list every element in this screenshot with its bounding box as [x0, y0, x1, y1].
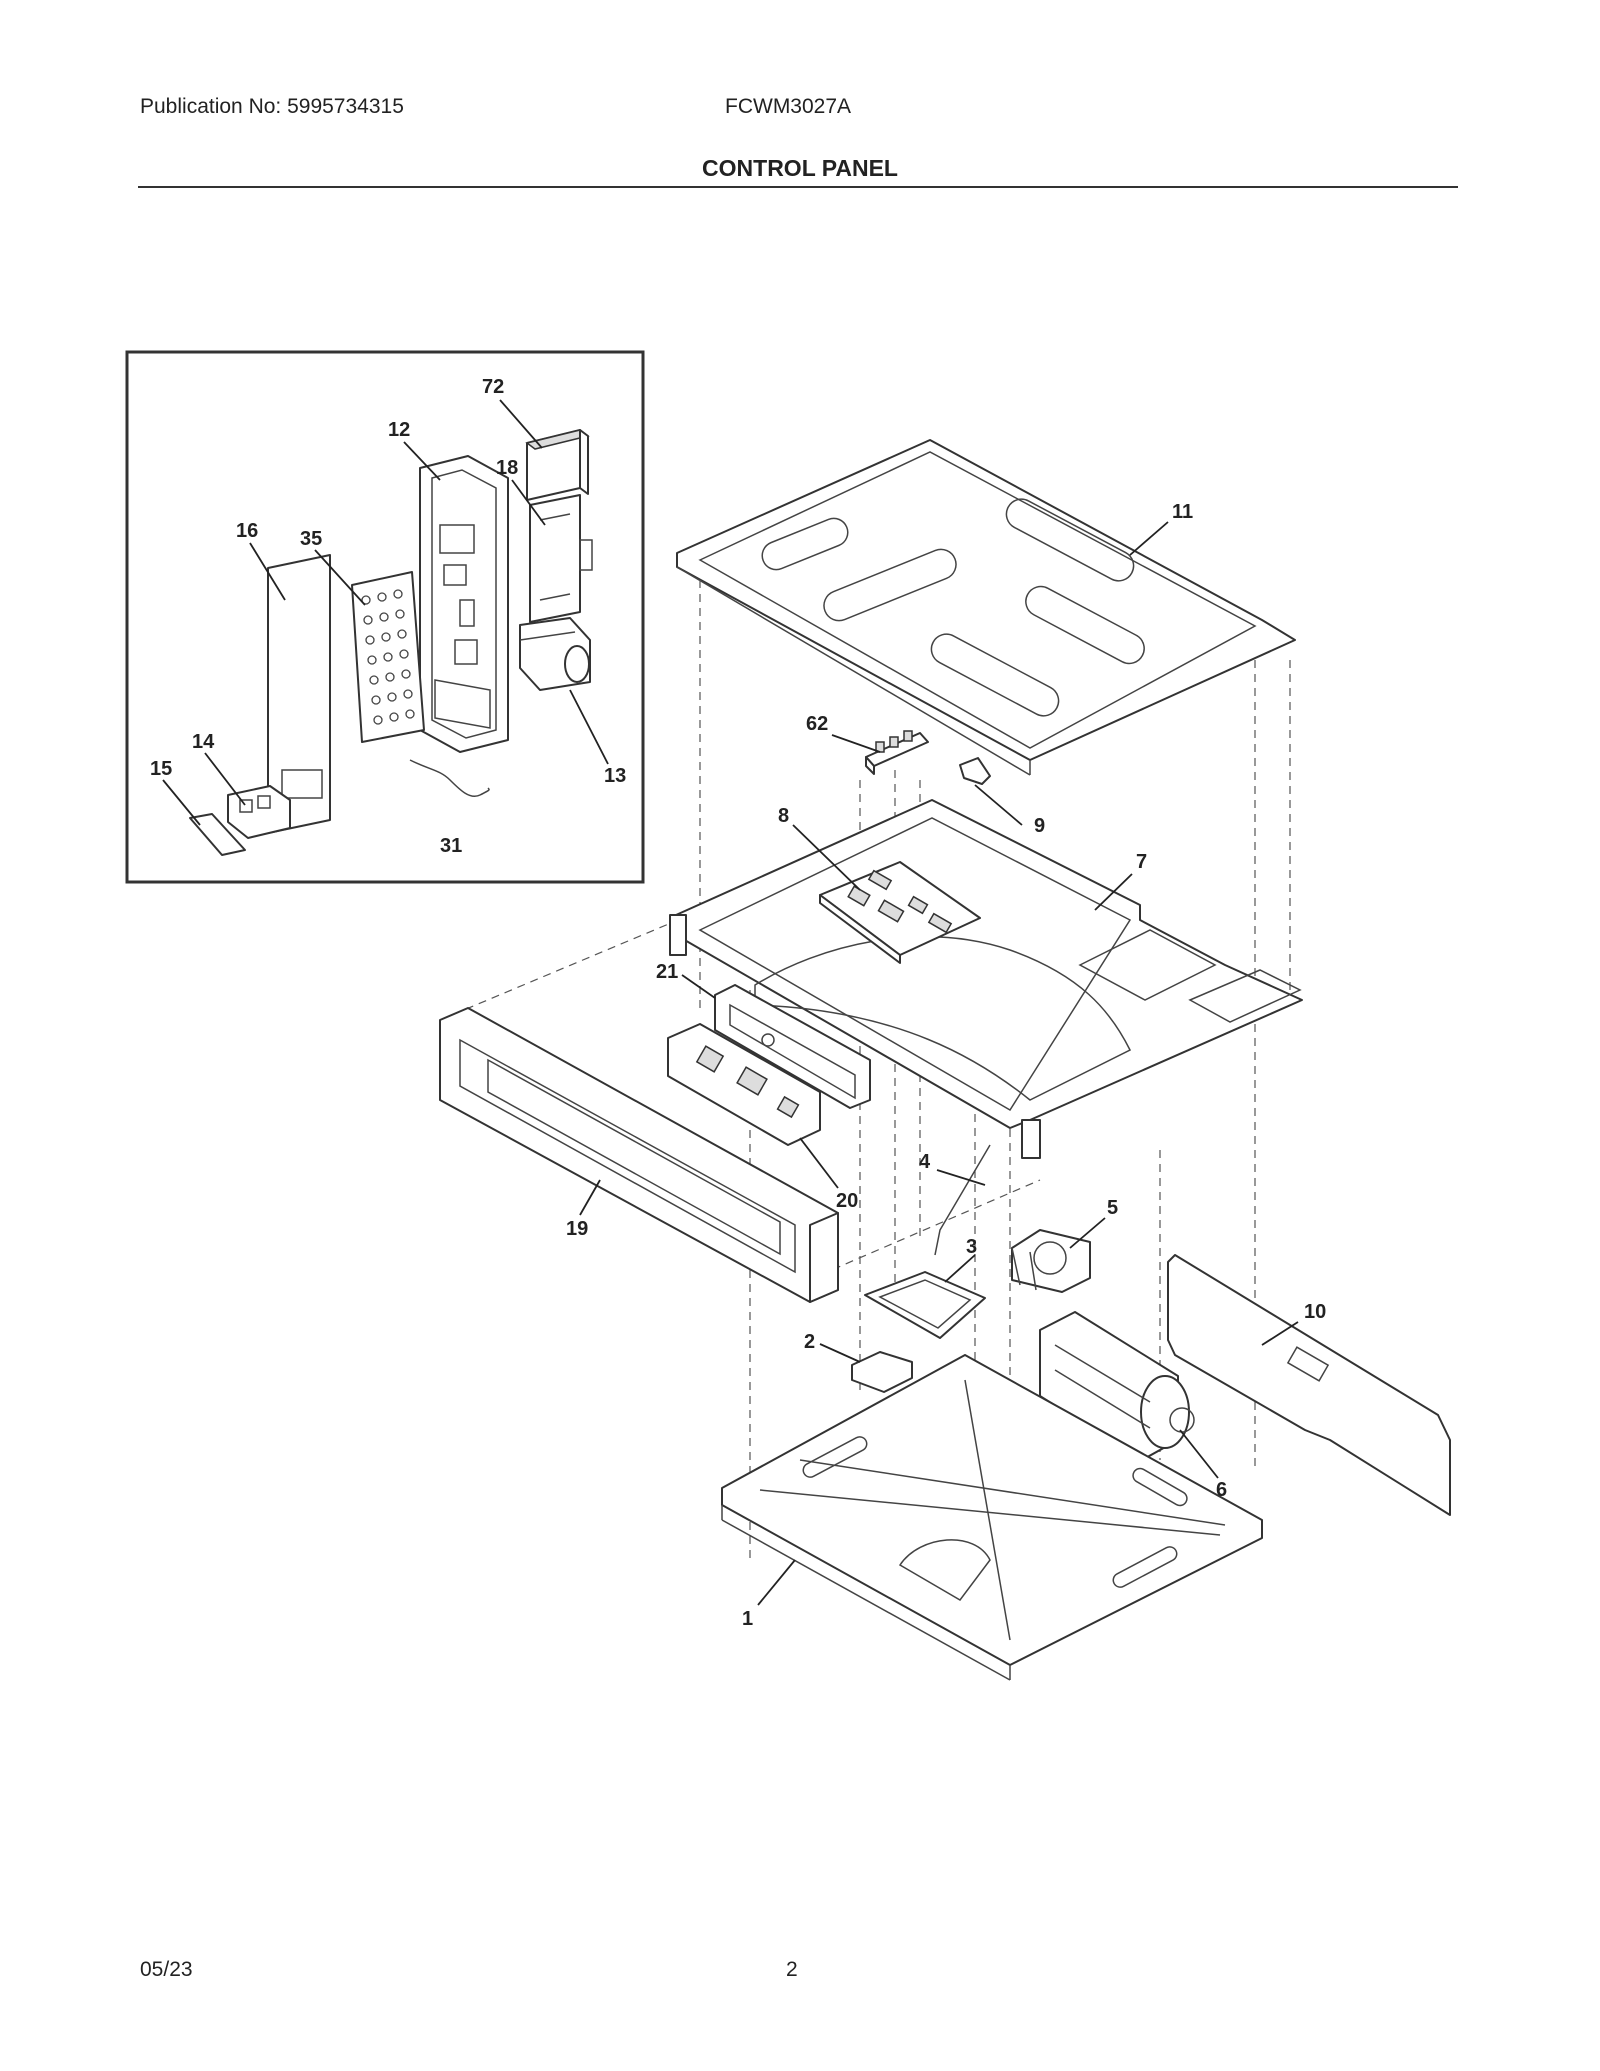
part-1-base-panel [721, 1354, 1263, 1681]
callout-14: 14 [192, 731, 215, 753]
part-4-wire [934, 1144, 991, 1256]
page-number: 2 [786, 1958, 798, 1981]
callout-31: 31 [440, 835, 462, 857]
part-18-board [529, 494, 593, 623]
callout-35: 35 [300, 528, 322, 550]
part-15-cover [189, 813, 246, 856]
part-72-module [525, 429, 590, 501]
callout-7: 7 [1136, 851, 1147, 873]
part-12-console-frame [419, 455, 509, 753]
part-7-chassis [669, 799, 1303, 1159]
callout-labels: 72 12 18 16 35 13 14 15 31 11 62 9 8 7 2… [150, 376, 1326, 1630]
part-8-control-board [819, 861, 981, 964]
callout-8: 8 [778, 805, 789, 827]
part-9-clip [959, 757, 991, 785]
part-19-front-panel [439, 1007, 839, 1303]
inset-frame [125, 350, 645, 884]
callout-2: 2 [804, 1331, 815, 1353]
callout-1: 1 [742, 1608, 753, 1630]
callout-13: 13 [604, 765, 626, 787]
part-35-keypad [351, 571, 425, 743]
callout-19: 19 [566, 1218, 588, 1240]
callout-11: 11 [1172, 501, 1193, 523]
header-rule [138, 186, 1458, 188]
part-14-housing [227, 785, 291, 839]
part-21-bracket [714, 984, 871, 1109]
callout-21: 21 [656, 961, 678, 983]
callout-72: 72 [482, 376, 504, 398]
callout-12: 12 [388, 419, 410, 441]
callout-6: 6 [1216, 1479, 1227, 1501]
model-number: FCWM3027A [725, 95, 852, 118]
part-2-bracket [851, 1351, 913, 1393]
callout-10: 10 [1304, 1301, 1326, 1323]
publication-number: Publication No: 5995734315 [140, 95, 404, 118]
callout-20: 20 [836, 1190, 858, 1212]
publication-date: 05/23 [140, 1958, 193, 1981]
part-3-gasket [864, 1271, 986, 1339]
part-10-back-shield [1167, 1254, 1451, 1516]
page-title: CONTROL PANEL [702, 155, 898, 181]
part-13-bracket [519, 617, 591, 691]
part-11-top-panel [676, 439, 1296, 776]
part-6-fan-motor [1039, 1311, 1195, 1461]
part-16-overlay [267, 554, 331, 834]
part-31-wire [409, 759, 490, 797]
callout-18: 18 [496, 457, 518, 479]
part-20-interface-board [667, 1023, 821, 1146]
callout-62: 62 [806, 713, 828, 735]
callout-4: 4 [919, 1151, 931, 1173]
callout-5: 5 [1107, 1197, 1118, 1219]
part-62-connector [865, 730, 929, 775]
callout-9: 9 [1034, 815, 1045, 837]
callout-3: 3 [966, 1236, 977, 1258]
callout-16: 16 [236, 520, 258, 542]
leader-lines [162, 399, 1299, 1606]
part-5-blower [1011, 1229, 1091, 1293]
callout-15: 15 [150, 758, 172, 780]
